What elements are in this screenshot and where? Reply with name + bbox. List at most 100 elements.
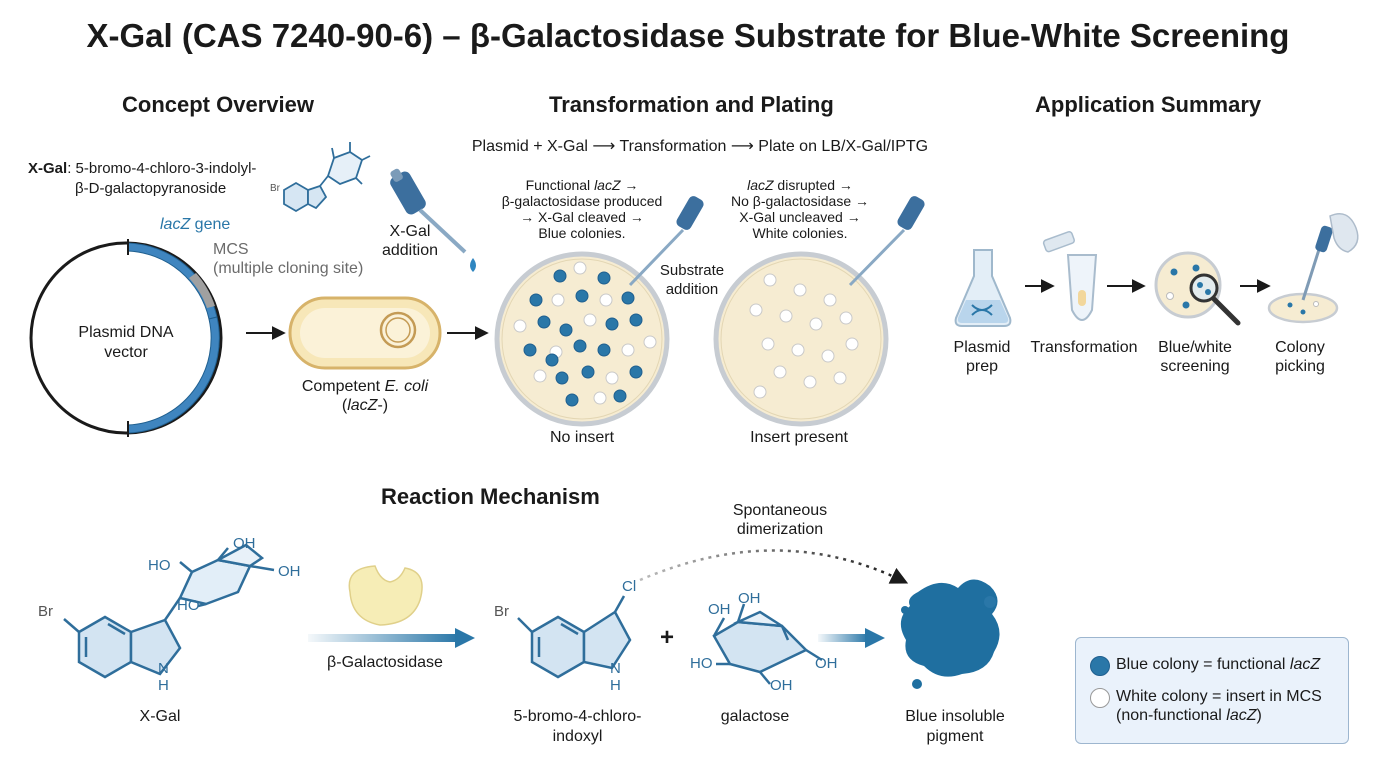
blue-colony bbox=[597, 343, 611, 357]
blue-colony bbox=[529, 293, 543, 307]
xgal-addition-line1: X-Gal bbox=[389, 223, 431, 240]
enzyme-icon bbox=[348, 565, 423, 626]
plate-left-caption-4: Blue colonies. bbox=[538, 225, 626, 241]
pigment-label-line1: Blue insoluble bbox=[905, 708, 1005, 725]
mcs-description: (multiple cloning site) bbox=[213, 260, 364, 277]
blue-colony bbox=[605, 317, 619, 331]
app-step-4-line2: picking bbox=[1275, 358, 1325, 375]
blue-colony bbox=[597, 271, 611, 285]
indoxyl-cl: Cl bbox=[622, 578, 637, 595]
white-colony bbox=[803, 375, 817, 389]
section-title-mechanism: Reaction Mechanism bbox=[381, 484, 600, 509]
blue-colony bbox=[629, 313, 643, 327]
xgal-h: H bbox=[158, 677, 169, 694]
white-colony bbox=[833, 371, 847, 385]
pipette-icon bbox=[390, 168, 476, 272]
lacz-gene-label: lacZ gene bbox=[160, 215, 230, 234]
plasmid-diagram bbox=[29, 239, 223, 437]
plate-left-caption-2: β-galactosidase produced bbox=[501, 193, 663, 209]
transformation-flow: Plasmid + X-Gal ⟶ Transformation ⟶ Plate… bbox=[471, 138, 929, 155]
white-colony bbox=[809, 317, 823, 331]
plasmid-label-line2: vector bbox=[104, 344, 148, 361]
legend-white-italic: lacZ bbox=[1226, 707, 1257, 724]
plate-right-caption-1: lacZ disrupted → bbox=[700, 177, 900, 194]
plate-left-caption-1: Functional lacZ → bbox=[482, 177, 682, 194]
blue-colony bbox=[621, 291, 635, 305]
xgal-oh-right: OH bbox=[278, 563, 301, 580]
xgal-ho-bottom: HO bbox=[177, 597, 200, 614]
app-step-3-line1: Blue/white bbox=[1158, 339, 1232, 356]
plate-right-caption-3: X-Gal uncleaved → bbox=[739, 209, 861, 225]
plate-left-caption-3: → X-Gal cleaved → bbox=[520, 209, 644, 225]
xgal-br: Br bbox=[38, 603, 53, 620]
colonies-left bbox=[513, 261, 657, 407]
blue-colony bbox=[559, 323, 573, 337]
blue-colony bbox=[573, 339, 587, 353]
white-colony bbox=[793, 283, 807, 297]
indoxyl-br: Br bbox=[494, 603, 509, 620]
xgal-n: N bbox=[158, 660, 169, 677]
right-caption-suffix: disrupted → bbox=[773, 177, 853, 193]
xgal-addition-line2: addition bbox=[381, 242, 439, 259]
substrate-addition-line1: Substrate bbox=[659, 262, 725, 279]
blue-colony bbox=[537, 315, 551, 329]
white-colony bbox=[763, 273, 777, 287]
white-colony bbox=[593, 391, 607, 405]
white-colony bbox=[773, 365, 787, 379]
plate-left-label: No insert bbox=[549, 429, 615, 446]
blue-colony bbox=[523, 343, 537, 357]
galactose-label: galactose bbox=[720, 708, 790, 725]
xgal-definition-line2: β-D-galactopyranoside bbox=[75, 180, 227, 197]
enzyme-label: β-Galactosidase bbox=[327, 654, 443, 671]
indoxyl-structure bbox=[517, 595, 632, 679]
legend-white-text-1: White colony = insert in MCS bbox=[1116, 688, 1322, 705]
dimerization-line2: dimerization bbox=[736, 521, 824, 538]
plus-sign: + bbox=[660, 624, 675, 651]
indoxyl-h: H bbox=[610, 677, 621, 694]
right-caption-italic: lacZ bbox=[747, 177, 774, 193]
white-colony bbox=[753, 385, 767, 399]
app-step-1-line2: prep bbox=[965, 358, 999, 375]
plasmid-label-line1: Plasmid DNA bbox=[78, 324, 174, 341]
white-colony bbox=[605, 371, 619, 385]
blue-colony bbox=[555, 371, 569, 385]
xgal-small-structure bbox=[283, 142, 371, 213]
ecoli-prefix: Competent bbox=[301, 378, 385, 395]
plate-right-label: Insert present bbox=[750, 429, 848, 446]
white-colony bbox=[513, 319, 527, 333]
plate-right-caption-4: White colonies. bbox=[752, 225, 848, 241]
xgal-oh-top: OH bbox=[233, 535, 256, 552]
white-colony bbox=[761, 337, 775, 351]
app-step-3-line2: screening bbox=[1160, 358, 1230, 375]
white-colony bbox=[791, 343, 805, 357]
gal-oh-3: OH bbox=[815, 655, 838, 672]
blue-colony bbox=[581, 365, 595, 379]
white-colony bbox=[779, 309, 793, 323]
pigment-label-line2: pigment bbox=[926, 728, 984, 745]
white-colony bbox=[621, 343, 635, 357]
legend-blue-dot bbox=[1090, 656, 1110, 676]
ecoli-label-line2: (lacZ-) bbox=[285, 396, 445, 415]
section-title-concept: Concept Overview bbox=[122, 92, 314, 117]
ecoli-label-line1: Competent E. coli bbox=[285, 377, 445, 396]
indoxyl-n: N bbox=[610, 660, 621, 677]
legend-blue-italic: lacZ bbox=[1289, 656, 1321, 673]
xgal-definition-line1: X-Gal: 5-bromo-4-chloro-3-indolyl- bbox=[28, 160, 256, 178]
blue-colony bbox=[575, 289, 589, 303]
gal-oh-2: OH bbox=[738, 590, 761, 607]
small-structure-br: Br bbox=[270, 183, 280, 194]
gal-ho: HO bbox=[690, 655, 713, 672]
xgal-structure bbox=[63, 543, 275, 679]
legend-blue-label: Blue colony = functional bbox=[1116, 656, 1290, 673]
legend-white-text-2: (non-functional lacZ) bbox=[1116, 706, 1262, 725]
lacz-rest: gene bbox=[190, 216, 231, 233]
galactose-structure bbox=[712, 603, 823, 685]
colony-picking-icon bbox=[1267, 213, 1359, 324]
blue-colony bbox=[629, 365, 643, 379]
legend-box: Blue colony = functional lacZ White colo… bbox=[1075, 637, 1349, 744]
colonies-right bbox=[749, 273, 859, 399]
ecoli-cell bbox=[288, 296, 442, 370]
agar-plate-insert-present bbox=[713, 251, 889, 427]
